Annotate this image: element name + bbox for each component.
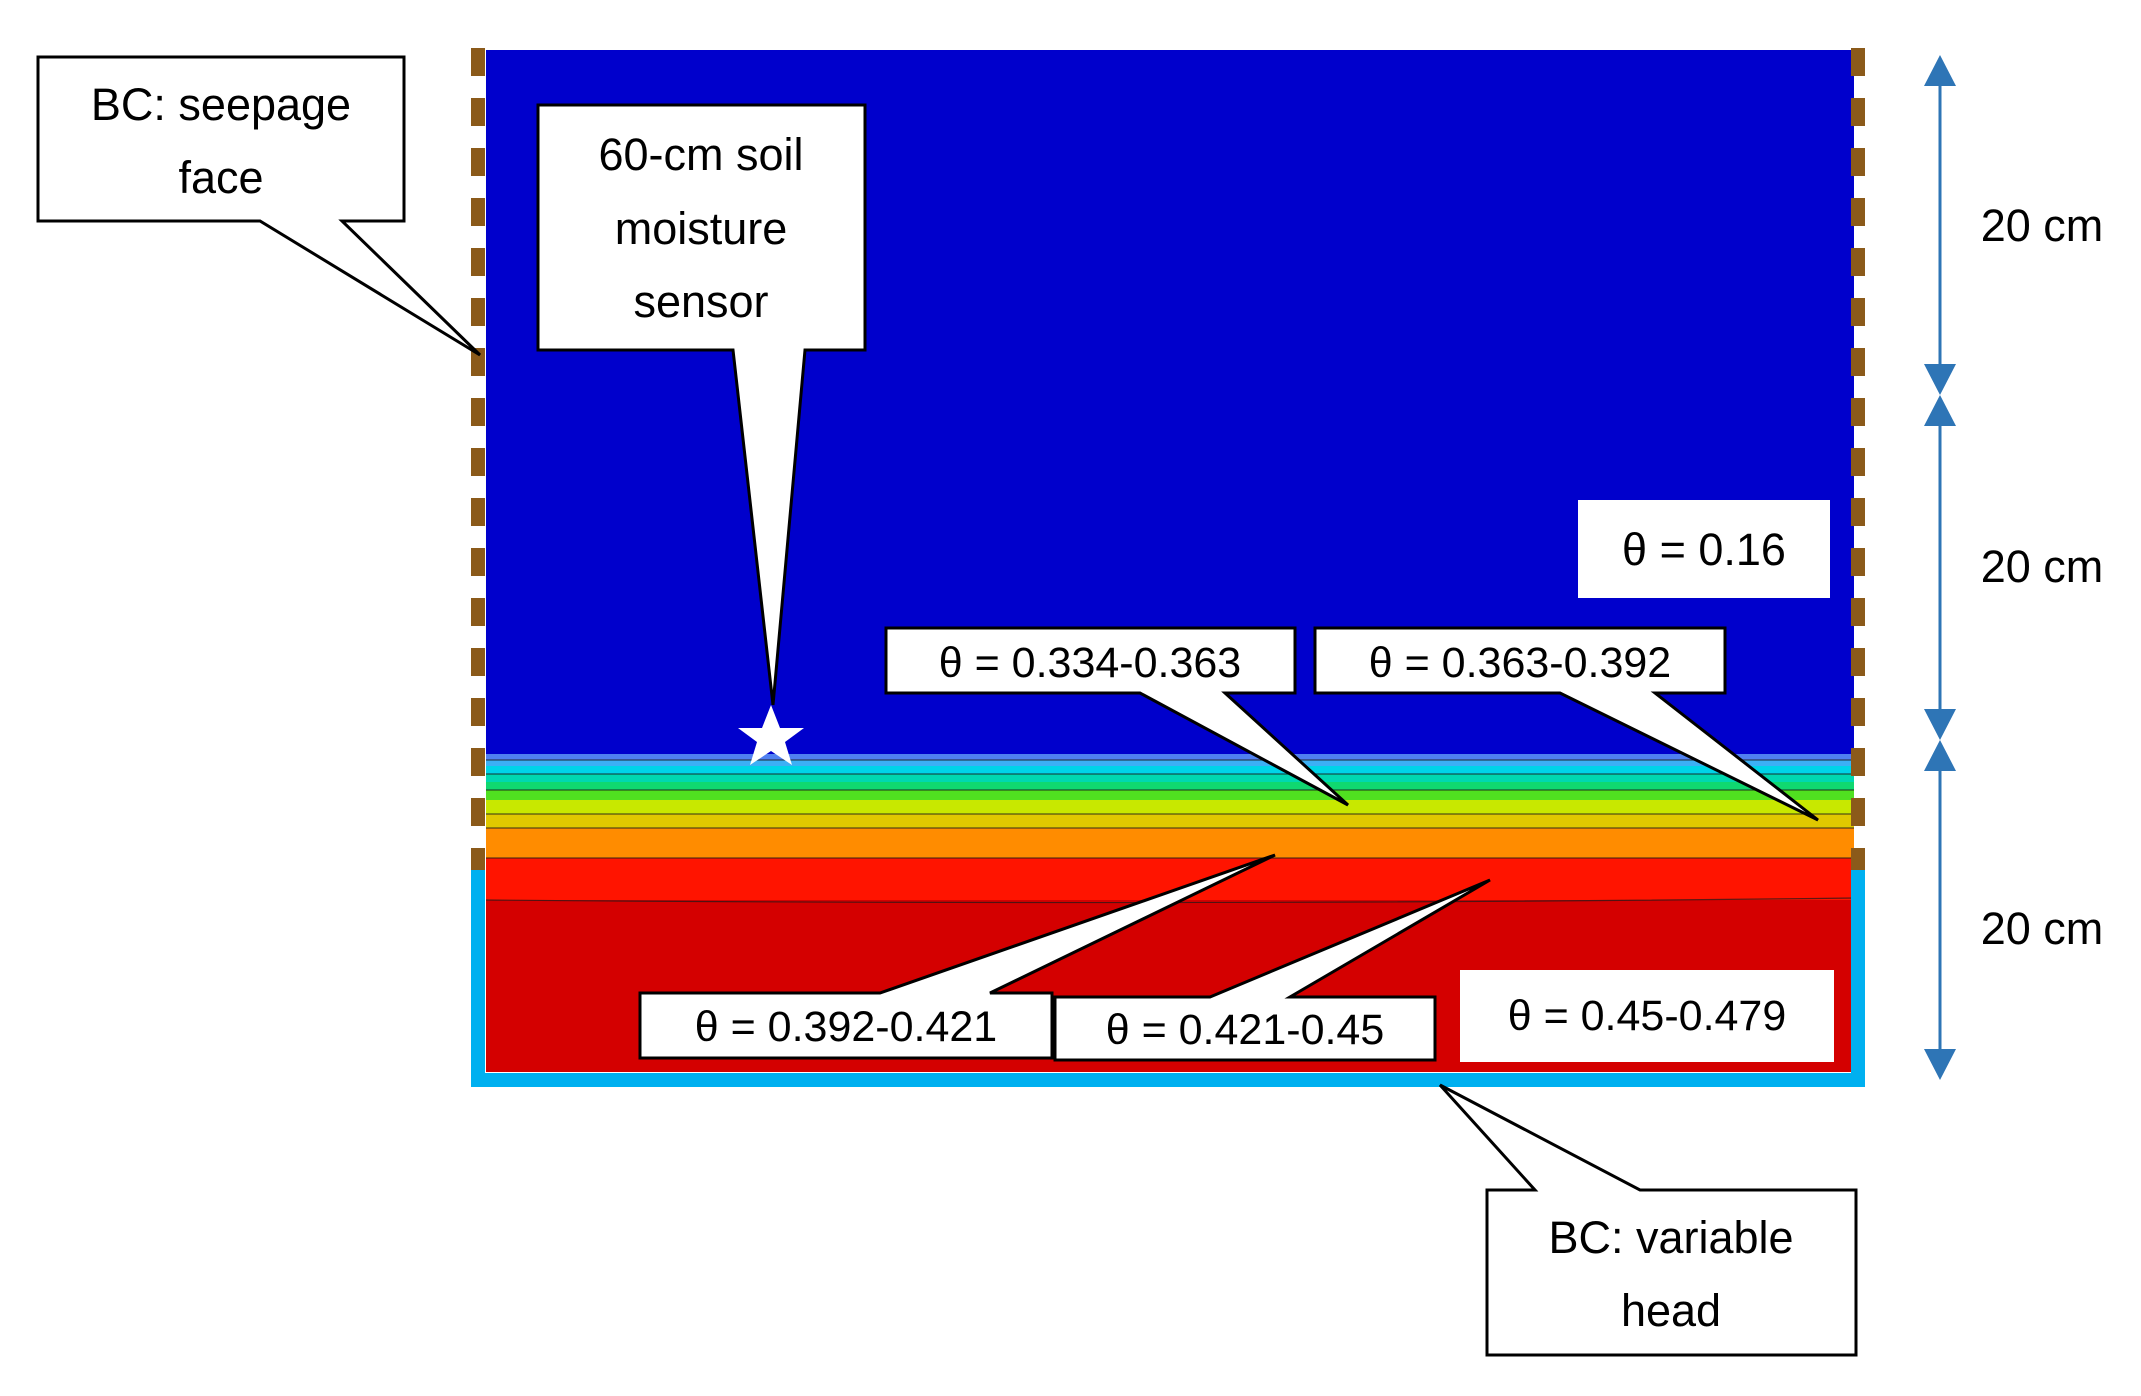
callout-sensor-line-3: sensor xyxy=(633,276,768,327)
callout-sensor-line-2: moisture xyxy=(615,203,788,254)
callout-variable-head-line-1: BC: variable xyxy=(1548,1212,1793,1263)
callout-sensor-line-1: 60-cm soil xyxy=(598,129,803,180)
band-6 xyxy=(486,790,1854,800)
dimension-arrow-2 xyxy=(1924,395,1956,740)
callout-theta-421: θ = 0.421-0.45 xyxy=(1053,878,1491,1062)
callout-seepage: BC: seepage face xyxy=(36,55,482,357)
callout-variable-head: BC: variable head xyxy=(1438,1083,1858,1357)
label-theta-top-box xyxy=(1578,500,1830,598)
dimension-arrows xyxy=(1924,55,1956,1080)
label-theta-450-box xyxy=(1460,970,1834,1062)
band-4 xyxy=(486,774,1854,782)
callout-seepage-line-1: BC: seepage xyxy=(91,79,351,130)
callout-sensor: 60-cm soil moisture sensor xyxy=(536,103,867,706)
band-8 xyxy=(486,814,1854,828)
callout-theta-392: θ = 0.392-0.421 xyxy=(638,853,1276,1060)
dimension-label-1: 20 cm xyxy=(1981,200,2104,251)
dimension-label-2: 20 cm xyxy=(1981,541,2104,592)
band-5 xyxy=(486,782,1854,790)
dimension-arrow-1 xyxy=(1924,55,1956,395)
callout-theta-392-shape xyxy=(638,853,1276,1060)
sensor-star-icon xyxy=(738,705,804,765)
callout-theta-421-text: θ = 0.421-0.45 xyxy=(1106,1006,1385,1054)
contour-lines xyxy=(485,759,1855,904)
band-2 xyxy=(486,760,1854,766)
label-theta-450: θ = 0.45-0.479 xyxy=(1460,970,1834,1062)
callout-theta-421-shape xyxy=(1053,878,1491,1062)
label-theta-top: θ = 0.16 xyxy=(1578,500,1830,598)
callout-theta-363-shape xyxy=(1313,626,1819,822)
band-1 xyxy=(486,754,1854,760)
callout-seepage-shape xyxy=(36,55,482,357)
callout-theta-334: θ = 0.334-0.363 xyxy=(884,626,1350,807)
band-9 xyxy=(486,828,1854,858)
label-theta-450-text: θ = 0.45-0.479 xyxy=(1508,992,1787,1040)
callout-variable-head-line-2: head xyxy=(1621,1285,1721,1336)
label-theta-top-text: θ = 0.16 xyxy=(1622,524,1786,575)
callout-variable-head-shape xyxy=(1438,1083,1858,1357)
dimension-arrow-3 xyxy=(1924,740,1956,1080)
callout-seepage-line-2: face xyxy=(178,152,263,203)
callout-theta-334-shape xyxy=(884,626,1350,807)
band-7 xyxy=(486,800,1854,814)
boundaries xyxy=(471,48,1865,1087)
band-3 xyxy=(486,766,1854,774)
variable-head-boundary xyxy=(471,870,1865,1087)
callout-sensor-shape xyxy=(536,103,867,706)
callout-theta-363: θ = 0.363-0.392 xyxy=(1313,626,1819,822)
callout-theta-392-text: θ = 0.392-0.421 xyxy=(695,1003,997,1051)
dimension-label-3: 20 cm xyxy=(1981,903,2104,954)
callout-theta-363-text: θ = 0.363-0.392 xyxy=(1369,639,1671,687)
callout-theta-334-text: θ = 0.334-0.363 xyxy=(939,639,1241,687)
